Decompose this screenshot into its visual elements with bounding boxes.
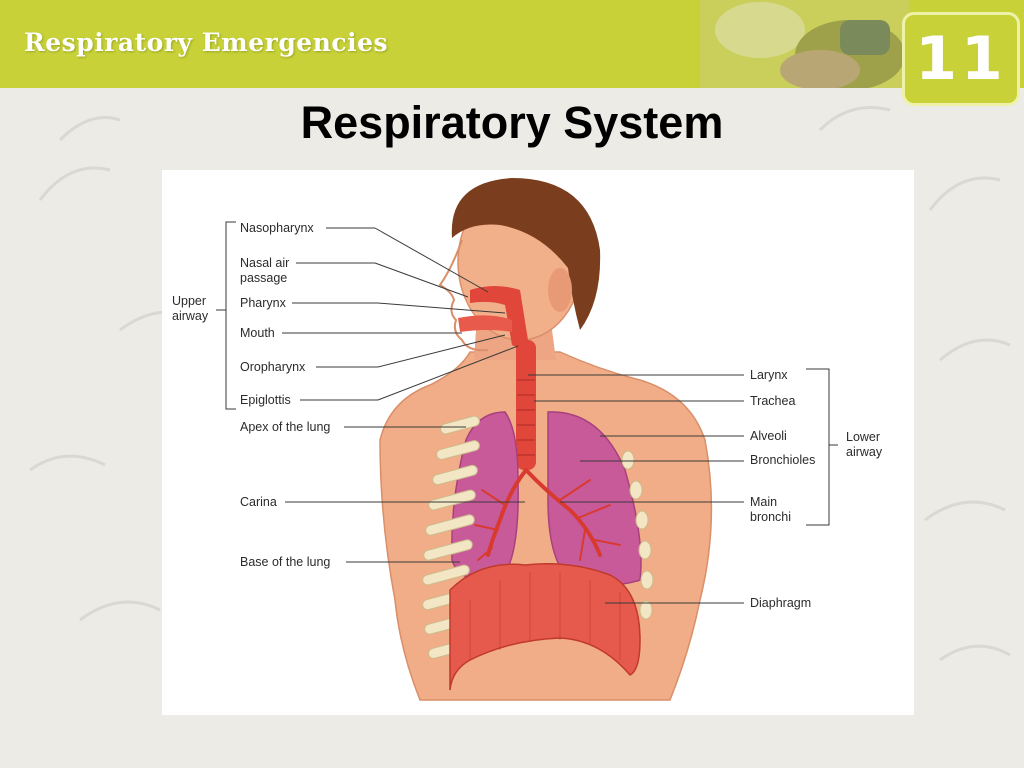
label-pharynx: Pharynx — [240, 296, 286, 310]
trachea-tube — [516, 340, 536, 470]
chapter-badge: 11 — [902, 12, 1020, 106]
label-bronchioles: Bronchioles — [750, 453, 816, 467]
nasal-airway — [470, 286, 528, 347]
header-title: Respiratory Emergencies — [24, 28, 389, 57]
lower-airway-label: Lower airway — [846, 430, 883, 459]
label-apex-of-lung: Apex of the lung — [240, 420, 331, 434]
upper-airway-bracket — [216, 221, 236, 410]
label-base-of-lung: Base of the lung — [240, 555, 331, 569]
lower-airway-bracket — [806, 368, 838, 526]
oral-airway — [458, 315, 512, 332]
label-main-bronchi: Main bronchi — [750, 495, 791, 524]
label-nasopharynx: Nasopharynx — [240, 221, 314, 235]
label-epiglottis: Epiglottis — [240, 393, 291, 407]
rib-ends-right — [621, 450, 654, 620]
leader-lines — [282, 227, 525, 563]
face-profile — [438, 239, 489, 352]
diaphragm-muscle — [449, 563, 641, 691]
label-carina: Carina — [240, 495, 277, 509]
slide-title: Respiratory System — [300, 97, 724, 148]
upper-airway-label: Upper airway — [172, 294, 209, 323]
label-alveoli: Alveoli — [750, 429, 787, 443]
label-trachea: Trachea — [750, 394, 796, 408]
label-diaphragm: Diaphragm — [750, 596, 812, 610]
lung-right-image — [547, 411, 642, 586]
chapter-number: 11 — [915, 24, 1007, 94]
label-mouth: Mouth — [240, 326, 275, 340]
label-oropharynx: Oropharynx — [240, 360, 306, 374]
label-nasal-air-passage: Nasal air passage — [240, 256, 290, 285]
ear — [548, 268, 572, 312]
bronchial-tree — [486, 468, 602, 557]
hair — [451, 178, 601, 330]
header-photo — [700, 0, 910, 88]
label-larynx: Larynx — [750, 368, 788, 382]
